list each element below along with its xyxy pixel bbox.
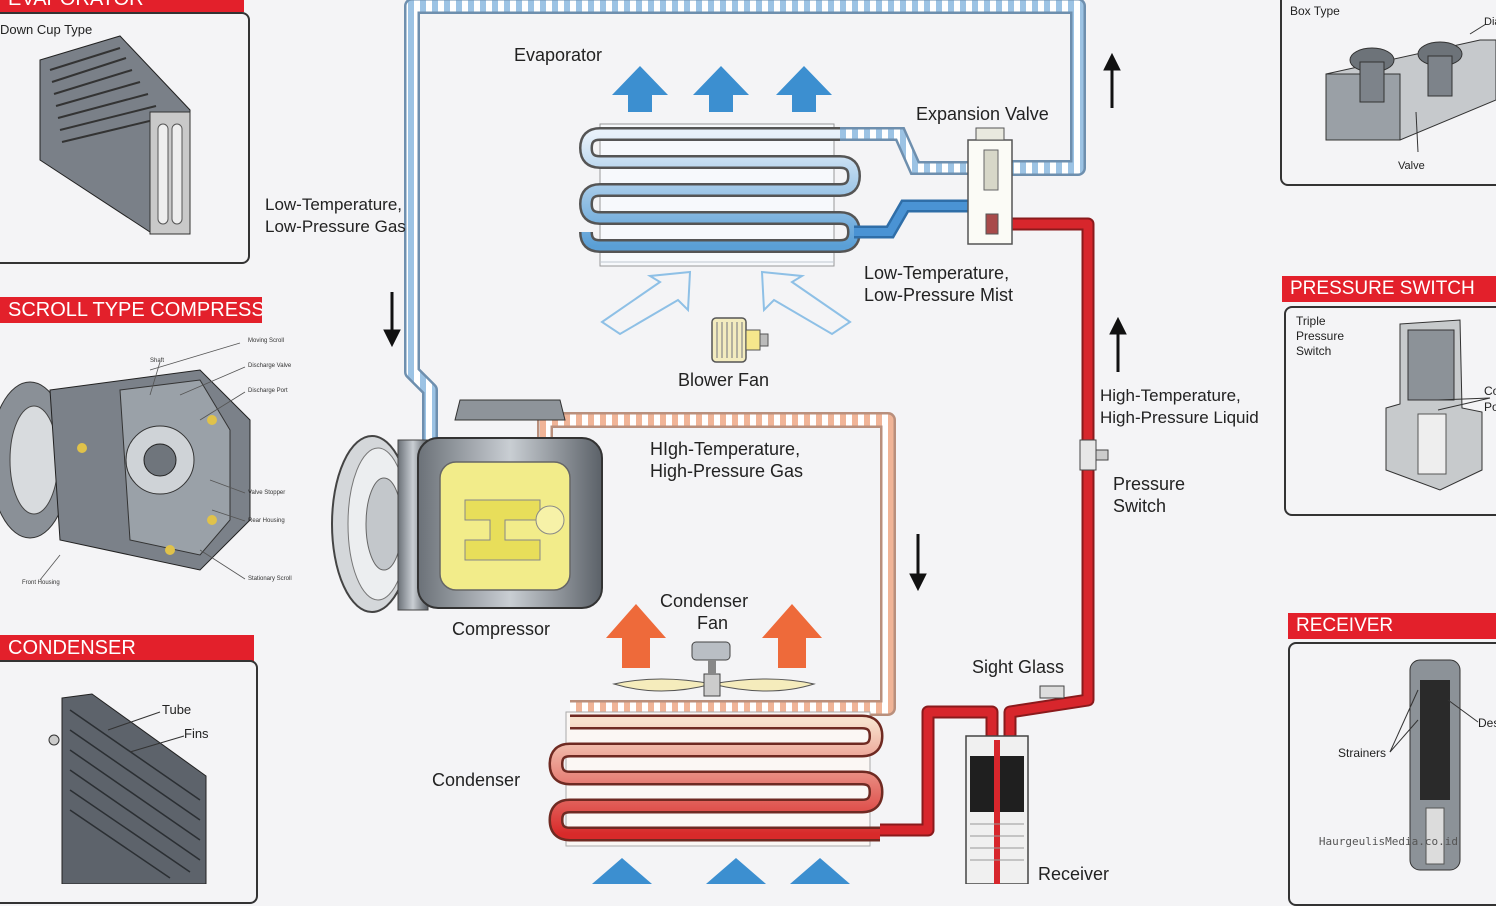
condenser-part-fins: Fins xyxy=(184,726,209,741)
compressor-part-label: Discharge Valve xyxy=(248,363,292,369)
compressor-part-label: Discharge Port xyxy=(248,388,288,394)
compressor-part-label: Valve Stopper xyxy=(248,490,286,496)
condenser-label: Condenser xyxy=(432,770,521,790)
sight-glass xyxy=(1039,685,1065,699)
pressure-switch-part-switch: Switch xyxy=(1296,344,1332,358)
receiver-label: Receiver xyxy=(1038,864,1110,884)
evaporator-subtitle: Down Cup Type xyxy=(0,22,93,37)
receiver-illustration xyxy=(1389,659,1479,871)
evaporator-coil xyxy=(578,123,990,267)
evaporator-illustration xyxy=(39,35,191,235)
low-temp-gas-label-line2: Low-Pressure Gas xyxy=(265,217,406,236)
expansion-valve-illustration xyxy=(1325,23,1496,153)
expansion-valve xyxy=(967,127,1013,245)
expansion-valve-label: Expansion Valve xyxy=(916,104,1049,124)
expansion-valve-part-valve: Valve xyxy=(1398,160,1425,172)
compressor-part-label: Shaft xyxy=(150,358,165,364)
intake-air-arrows xyxy=(600,270,852,336)
pressure-switch-part-contact: Contact xyxy=(1484,384,1496,398)
pressure-switch-label-line1: Pressure xyxy=(1113,474,1186,494)
condenser-coil xyxy=(548,711,884,847)
low-temp-mist-label-line1: Low-Temperature, xyxy=(864,263,1010,283)
receiver xyxy=(965,735,1029,884)
watermark: HaurgeulisMedia.co.id xyxy=(1318,835,1458,848)
pressure-switch-panel xyxy=(1284,306,1496,516)
scroll-compressor-illustration xyxy=(0,342,251,581)
receiver-banner: RECEIVER xyxy=(1288,613,1496,639)
bottom-intake-arrows xyxy=(592,858,850,884)
evaporator-label: Evaporator xyxy=(514,45,603,65)
sight-glass-label: Sight Glass xyxy=(972,657,1065,677)
blower-fan xyxy=(711,317,769,363)
compressor-part-label: Moving Scroll xyxy=(248,338,285,344)
condenser-banner: CONDENSER xyxy=(0,635,254,661)
high-temp-liquid-label-line2: High-Pressure Liquid xyxy=(1100,408,1259,427)
condenser-panel xyxy=(0,660,258,904)
pressure-switch-part-pressure: Pressure xyxy=(1296,329,1345,343)
pressure-switch-label-line2: Switch xyxy=(1113,496,1167,516)
compressor-label: Compressor xyxy=(452,619,551,639)
compressor-part-label: Stationary Scroll xyxy=(248,576,292,582)
condenser-fan-label-line1: Condenser xyxy=(660,591,749,611)
discharge-line xyxy=(537,412,896,716)
pressure-switch-illustration xyxy=(1385,319,1491,491)
expansion-valve-panel xyxy=(1280,0,1496,186)
compressor-part-label: Rear Housing xyxy=(248,518,285,524)
condenser-fan-label-line2: Fan xyxy=(697,613,729,633)
cold-air-arrows xyxy=(612,66,832,112)
pressure-switch-part-point: Point xyxy=(1484,400,1496,414)
compressor-banner: SCROLL TYPE COMPRESSOR xyxy=(0,297,262,323)
flow-arrows xyxy=(383,52,1127,592)
expansion-valve-subtitle: Box Type xyxy=(1290,4,1340,18)
low-temp-gas-label-line1: Low-Temperature, xyxy=(265,195,403,214)
receiver-panel xyxy=(1288,642,1496,906)
receiver-part-strainers: Strainers xyxy=(1338,746,1387,760)
compressor xyxy=(331,399,603,613)
high-temp-gas-label-line2: High-Pressure Gas xyxy=(650,461,804,481)
low-temp-mist-label-line2: Low-Pressure Mist xyxy=(864,285,1014,305)
receiver-part-desiccant: Desiccant xyxy=(1478,716,1496,730)
pressure-switch-part-triple: Triple xyxy=(1296,314,1326,328)
high-temp-liquid-label-line1: High-Temperature, xyxy=(1100,386,1241,405)
suction-line xyxy=(404,0,1086,450)
condenser-fan xyxy=(612,641,816,697)
expansion-valve-part-diaphragm: Diaphragm xyxy=(1484,16,1496,28)
compressor-part-label: Front Housing xyxy=(22,580,60,586)
high-temp-gas-label-line1: HIgh-Temperature, xyxy=(650,439,801,459)
ac-cycle-diagram xyxy=(0,0,1496,884)
evaporator-banner: EVAPORATOR xyxy=(0,0,244,12)
pressure-switch-banner: PRESSURE SWITCH xyxy=(1282,276,1496,302)
condenser-illustration xyxy=(48,693,207,884)
liquid-line xyxy=(880,217,1095,837)
pressure-switch xyxy=(1079,439,1109,471)
blower-fan-label: Blower Fan xyxy=(678,370,770,390)
hot-air-arrows xyxy=(606,604,822,668)
condenser-part-tube: Tube xyxy=(162,702,192,717)
evaporator-panel xyxy=(0,12,250,264)
